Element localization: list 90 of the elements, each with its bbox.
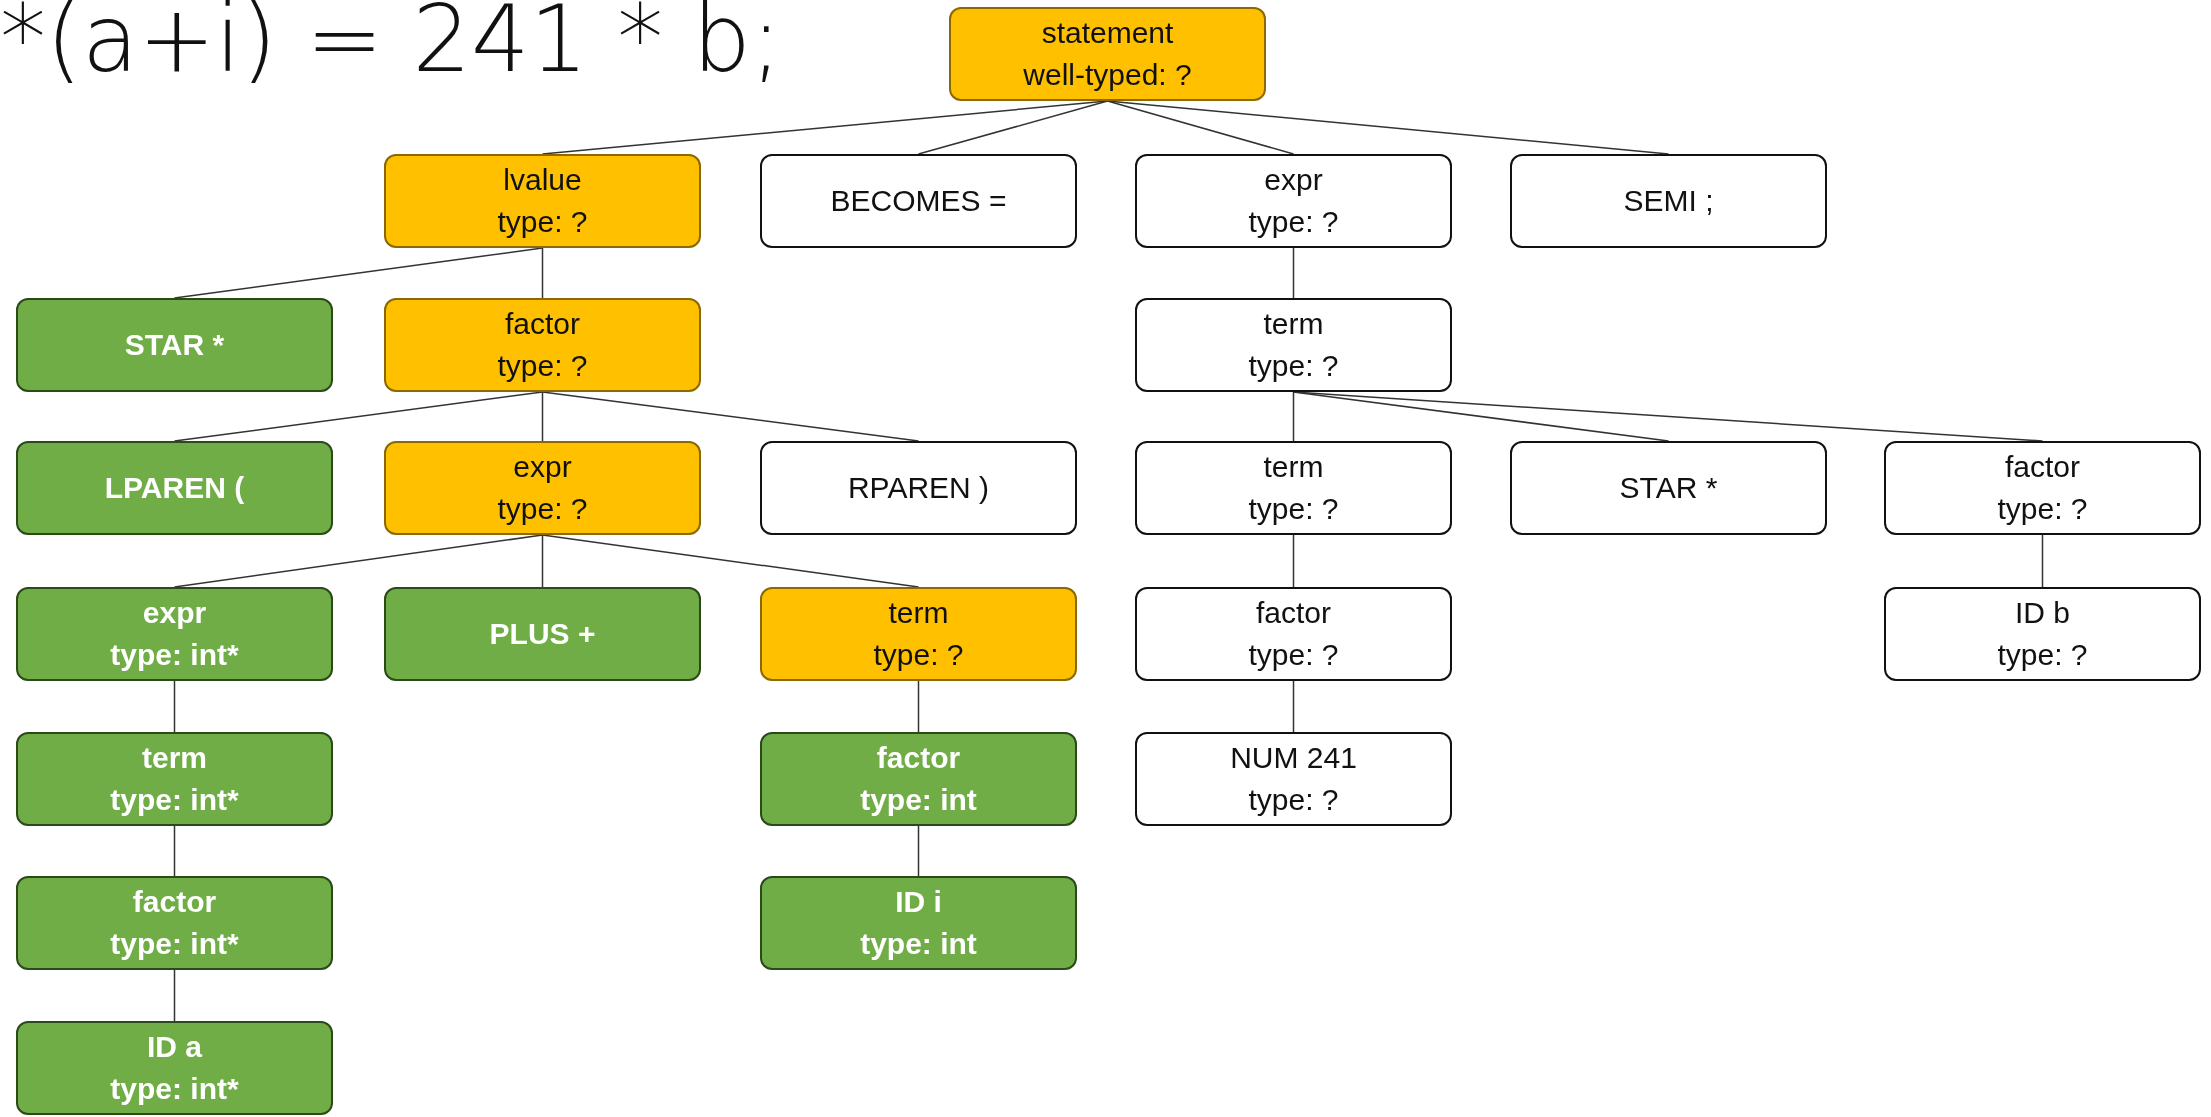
parse-tree-node <box>384 154 701 248</box>
node-symbol: factor <box>876 740 961 776</box>
tree-edge <box>173 680 176 733</box>
node-symbol: expr <box>142 595 207 631</box>
tree-edge <box>917 100 1109 155</box>
node-symbol: factor <box>505 306 580 342</box>
parse-tree-node <box>1135 441 1452 535</box>
parse-tree-node <box>16 441 333 535</box>
tree-edge <box>173 247 544 299</box>
node-symbol: expr <box>513 449 572 485</box>
tree-edge <box>541 247 544 299</box>
tree-edge <box>173 825 176 877</box>
node-type: type: int* <box>110 637 239 673</box>
tree-edge <box>173 391 544 442</box>
node-type: type: ? <box>1997 637 2088 673</box>
node-type: type: ? <box>1248 782 1339 818</box>
node-symbol: expr <box>1264 162 1323 198</box>
tree-edge <box>541 534 544 588</box>
parse-tree-node <box>16 587 333 681</box>
parse-tree-node <box>760 154 1077 248</box>
parse-tree-node <box>384 298 701 392</box>
node-symbol: LPAREN ( <box>104 470 245 506</box>
node-type: type: ? <box>1248 491 1339 527</box>
node-symbol: term <box>142 740 207 776</box>
node-type: type: ? <box>1248 348 1339 384</box>
node-symbol: factor <box>1256 595 1331 631</box>
tree-edge <box>1292 247 1295 299</box>
parse-tree-node <box>16 1021 333 1115</box>
node-type: type: ? <box>497 491 588 527</box>
node-symbol: STAR * <box>1619 470 1718 506</box>
node-type: type: ? <box>1997 491 2088 527</box>
parse-tree-node <box>16 298 333 392</box>
tree-edge <box>917 680 920 733</box>
node-symbol: term <box>888 595 949 631</box>
node-type: type: ? <box>873 637 964 673</box>
parse-tree-node <box>1135 587 1452 681</box>
parse-tree-node <box>1135 732 1452 826</box>
node-type: type: ? <box>497 204 588 240</box>
node-symbol: term <box>1263 306 1324 342</box>
tree-edge <box>1292 680 1295 733</box>
parse-tree-node <box>760 876 1077 970</box>
node-symbol: BECOMES = <box>830 183 1007 219</box>
tree-edge <box>541 391 920 442</box>
parse-tree-node <box>1510 154 1827 248</box>
parse-tree-node <box>760 732 1077 826</box>
node-type: type: ? <box>1248 204 1339 240</box>
node-type: type: int* <box>110 1071 239 1107</box>
node-symbol: ID a <box>147 1029 202 1065</box>
parse-tree-node <box>760 587 1077 681</box>
node-type: type: int <box>860 926 977 962</box>
parse-tree-node <box>760 441 1077 535</box>
node-type: type: int <box>860 782 977 818</box>
parse-tree-node <box>1884 587 2201 681</box>
parse-tree-node <box>16 732 333 826</box>
tree-edge <box>2041 534 2044 588</box>
node-symbol: PLUS + <box>489 616 596 652</box>
node-symbol: term <box>1263 449 1324 485</box>
tree-edge <box>1292 391 2044 442</box>
parse-tree-node <box>16 876 333 970</box>
node-symbol: ID i <box>895 884 942 920</box>
node-symbol: SEMI ; <box>1623 183 1714 219</box>
tree-edge <box>1106 100 1670 155</box>
node-symbol: ID b <box>2015 595 2070 631</box>
tree-edge <box>541 534 920 588</box>
parse-tree-node <box>1135 298 1452 392</box>
tree-edge <box>1292 391 1295 442</box>
node-symbol: NUM 241 <box>1230 740 1357 776</box>
parse-tree-node <box>384 587 701 681</box>
node-symbol: lvalue <box>503 162 582 198</box>
parse-tree-node <box>1510 441 1827 535</box>
tree-edge <box>173 969 176 1022</box>
parse-tree-node <box>1884 441 2201 535</box>
parse-tree-node <box>949 7 1266 101</box>
parse-tree-node <box>384 441 701 535</box>
node-type: type: ? <box>1248 637 1339 673</box>
node-symbol: factor <box>2005 449 2080 485</box>
node-type: type: int* <box>110 782 239 818</box>
tree-edge <box>917 825 920 877</box>
tree-edge <box>541 391 544 442</box>
tree-edge <box>1292 534 1295 588</box>
parse-tree-node <box>1135 154 1452 248</box>
node-type: type: ? <box>497 348 588 384</box>
node-symbol: STAR * <box>124 327 225 363</box>
node-type: type: int* <box>110 926 239 962</box>
node-symbol: RPAREN ) <box>847 470 990 506</box>
node-type: well-typed: ? <box>1023 57 1192 93</box>
node-symbol: statement <box>1041 15 1174 51</box>
expression-title: *(a+i) = 241 * b; <box>0 0 782 93</box>
tree-edge <box>173 534 544 588</box>
node-symbol: factor <box>132 884 217 920</box>
